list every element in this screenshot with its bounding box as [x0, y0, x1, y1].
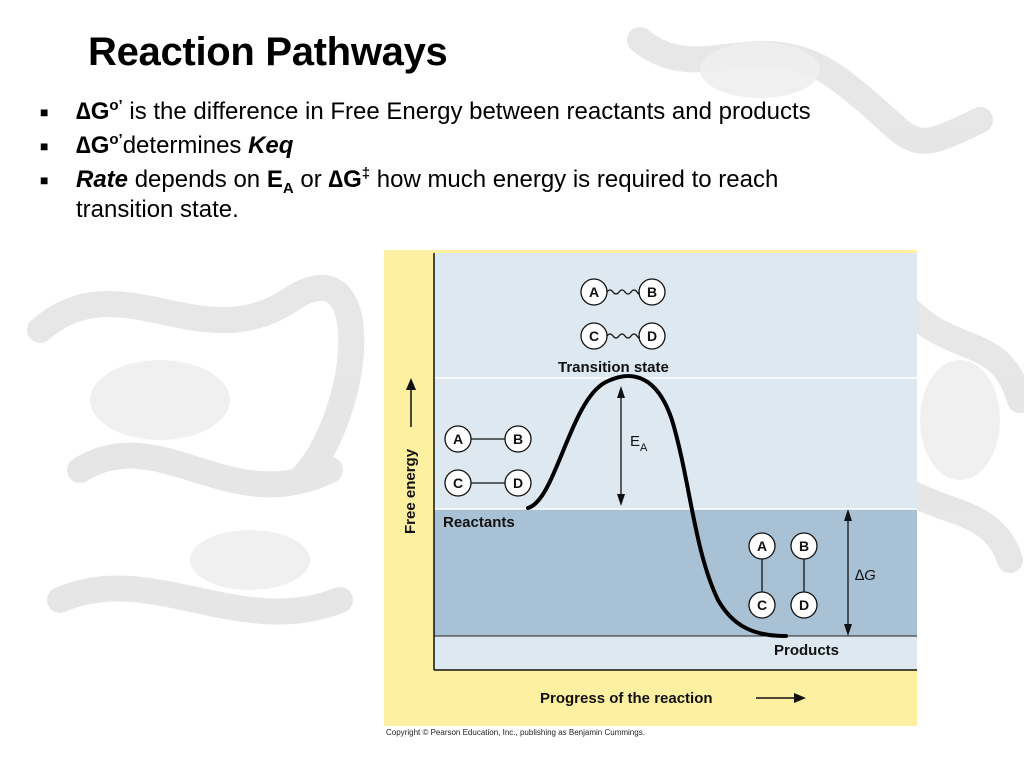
reactants-label: Reactants — [443, 514, 515, 531]
molecule-a — [444, 425, 472, 453]
label-b: B — [513, 431, 523, 447]
reactant-molecule-labels: A B C D — [453, 431, 523, 491]
label-c: C — [589, 328, 599, 344]
ea-symbol: E — [266, 166, 283, 193]
ea-letter: E — [630, 433, 640, 450]
partial-bond — [606, 333, 640, 339]
products-label: Products — [774, 642, 839, 659]
molecule-d — [790, 591, 818, 619]
label-d: D — [513, 475, 523, 491]
keq-emphasis: Keq — [248, 132, 294, 159]
x-axis-arrowhead — [794, 693, 806, 703]
molecule-d — [504, 469, 532, 497]
delta-symbol: ∆ — [76, 98, 91, 125]
bullet-text: depends on — [128, 166, 267, 193]
bullet-text: is the difference in Free Energy between… — [122, 98, 811, 125]
transition-state-label: Transition state — [558, 359, 669, 376]
bullet-delta-g: ■ ∆Go’ is the difference in Free Energy … — [40, 97, 860, 127]
product-molecules — [748, 532, 818, 619]
molecule-c — [444, 469, 472, 497]
energy-diagram: Free energy Progress of the reaction Tra… — [384, 250, 917, 726]
y-axis-label: Free energy — [402, 448, 419, 534]
molecule-c — [748, 591, 776, 619]
x-axis-label: Progress of the reaction — [540, 690, 713, 707]
upper-panel — [434, 253, 917, 509]
slide-title: Reaction Pathways — [88, 30, 448, 74]
label-a: A — [757, 538, 767, 554]
delta-symbol: ∆ — [328, 166, 344, 193]
lower-panel — [434, 636, 917, 670]
molecule-a — [748, 532, 776, 560]
double-dagger-superscript: ‡ — [361, 165, 371, 182]
ea-subscript: A — [640, 442, 648, 454]
label-c: C — [757, 597, 767, 613]
bullet-keq: ■ ∆Go’determines Keq — [40, 131, 860, 161]
bullet-text: or — [293, 166, 329, 193]
bullet-marker: ■ — [40, 104, 49, 120]
bullet-marker: ■ — [40, 138, 49, 154]
g-symbol: G — [90, 132, 110, 159]
dg-label: ∆G — [855, 567, 876, 584]
bullet-list: ■ ∆Go’ is the difference in Free Energy … — [40, 97, 860, 229]
energy-curve — [526, 374, 788, 638]
molecule-b — [504, 425, 532, 453]
copyright-notice: Copyright © Pearson Education, Inc., pub… — [386, 728, 645, 737]
label-d: D — [799, 597, 809, 613]
label-a: A — [589, 284, 599, 300]
product-molecule-labels: A B C D — [757, 538, 809, 613]
transition-molecules — [580, 278, 666, 350]
ea-subscript: A — [282, 179, 294, 197]
delta-symbol: ∆ — [76, 132, 91, 159]
g-symbol: G — [343, 166, 362, 193]
reactant-molecules — [444, 425, 532, 497]
label-a: A — [453, 431, 463, 447]
molecule-b — [790, 532, 818, 560]
label-b: B — [799, 538, 809, 554]
standard-superscript: o’ — [109, 131, 123, 148]
partial-bond — [606, 289, 640, 295]
dg-arrow-bottom — [844, 624, 852, 636]
transition-molecule-labels: A B C D — [589, 284, 657, 344]
reactant-to-product-band — [434, 509, 917, 636]
bullet-text: determines — [122, 132, 249, 159]
label-d: D — [647, 328, 657, 344]
ea-label: EA — [630, 433, 648, 454]
standard-superscript: o’ — [109, 97, 123, 114]
ea-arrow-top — [617, 386, 625, 398]
bullet-rate: ■ Rate depends on EA or ∆G‡ how much ene… — [40, 165, 860, 225]
bullet-marker: ■ — [40, 172, 49, 188]
dg-arrow-top — [844, 509, 852, 521]
label-c: C — [453, 475, 463, 491]
rate-emphasis: Rate — [76, 166, 129, 193]
bullet-text: how much energy is required to reach tra… — [76, 166, 779, 223]
y-axis-arrowhead — [406, 378, 416, 390]
label-b: B — [647, 284, 657, 300]
ea-arrow-bottom — [617, 494, 625, 506]
g-symbol: G — [90, 98, 110, 125]
